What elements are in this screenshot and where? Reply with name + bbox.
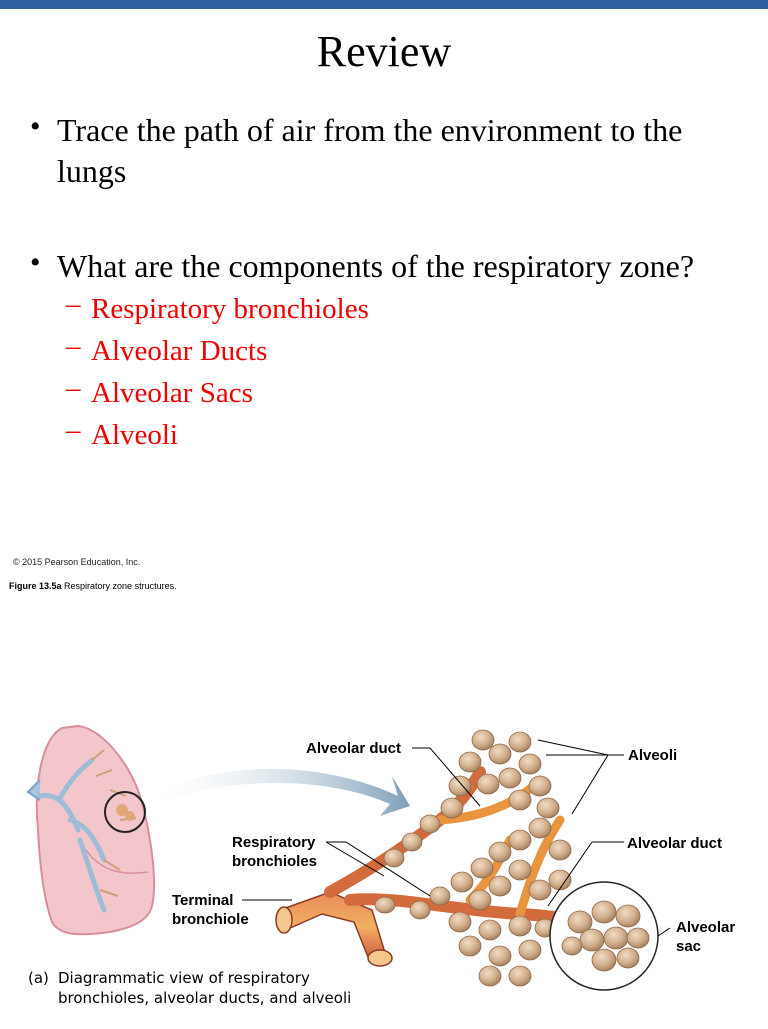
bullet-marker: • [30, 110, 41, 143]
answer-text: Alveolar Ducts [91, 335, 268, 367]
bullet-text: What are the components of the respirato… [57, 248, 695, 284]
panel-caption-line: Diagrammatic view of respiratory [58, 969, 310, 987]
alveolar-sac-callout [549, 881, 659, 991]
answer-text: Alveoli [91, 419, 178, 451]
lung-icon [26, 724, 156, 936]
label-terminal-bronchiole: Terminal bronchiole [172, 892, 249, 928]
leader-lines [242, 739, 671, 937]
label-alveoli: Alveoli [628, 747, 678, 764]
figure-caption-text: Respiratory zone structures. [61, 581, 177, 591]
answer-text: Respiratory bronchioles [91, 293, 369, 325]
answer-item: –Alveolar Sacs [66, 372, 253, 411]
dash-marker: – [66, 414, 81, 446]
label-alveolar-sac: Alveolar sac [676, 919, 736, 955]
top-accent-bar [0, 0, 768, 9]
dash-marker: – [66, 330, 81, 362]
label-alveolar-duct-top: Alveolar duct [306, 740, 402, 757]
answer-item: –Respiratory bronchioles [66, 288, 369, 327]
respiratory-zone-illustration [26, 724, 671, 991]
slide-title: Review [316, 27, 452, 76]
label-alveolar-duct-right: Alveolar duct [627, 835, 723, 852]
bullet-item: • What are the components of the respira… [30, 246, 745, 287]
figure-caption: Figure 13.5a Respiratory zone structures… [9, 581, 177, 591]
bullet-item: • Trace the path of air from the environ… [30, 110, 745, 192]
panel-caption-line: bronchioles, alveolar ducts, and alveoli [58, 989, 352, 1007]
respiratory-zone-figure: Alveolar duct Alveoli Respiratory bronch… [0, 700, 768, 1024]
arrow-icon [150, 768, 410, 816]
panel-tag: (a) [28, 969, 49, 987]
answer-item: –Alveoli [66, 414, 178, 453]
bullet-text: Trace the path of air from the environme… [57, 112, 683, 189]
answer-item: –Alveolar Ducts [66, 330, 268, 369]
copyright-notice: © 2015 Pearson Education, Inc. [13, 557, 141, 567]
panel-caption: (a) Diagrammatic view of respiratory bro… [28, 968, 351, 1008]
answer-text: Alveolar Sacs [91, 377, 253, 409]
bullet-marker: • [30, 246, 41, 279]
dash-marker: – [66, 288, 81, 320]
alveoli-cluster [374, 729, 572, 987]
figure-number: Figure 13.5a [9, 581, 62, 591]
label-respiratory-bronchioles: Respiratory bronchioles [232, 834, 318, 870]
dash-marker: – [66, 372, 81, 404]
